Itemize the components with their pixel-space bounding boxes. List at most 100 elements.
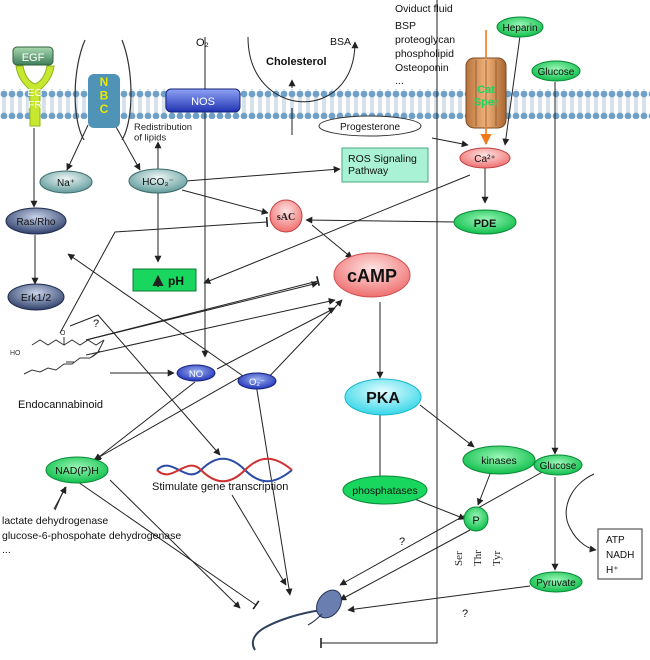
rasrho-label: Ras/Rho [17,217,56,228]
arrow-ca-to-ph [203,174,471,284]
nadh-label: NADH [606,550,634,561]
inhibit-nadph-sperm [77,481,260,610]
ros-box [341,147,429,183]
oviduct-item: phospholipid [395,48,454,60]
endocannabinoid-label: Endocannabinoid [18,399,103,411]
ca-node [459,147,511,169]
inhibit-endocannabinoid-sac [59,216,269,334]
pde-label: PDE [474,218,497,230]
arrow-o2minus-to-camp [263,299,343,383]
arrow-o2minus-to-sperm [255,383,293,596]
ph-box [132,268,197,292]
na-node [39,170,93,194]
nbc-channel-right [121,39,132,141]
arrow-o2minus-to-nadph [93,375,243,461]
egf-label: EGF [22,52,45,64]
phosphatases-label: phosphatases [352,485,417,497]
pyruvate-label: Pyruvate [536,578,576,589]
enzyme-item: lactate dehydrogenase [2,515,108,527]
nadph-label: NAD(P)H [55,465,99,477]
oviduct-item: BSP [395,20,416,32]
arrow-hco3-to-sac [181,189,269,215]
arrow-pyruvate-to-sperm [347,585,531,613]
nos-box [165,88,241,113]
no-node [176,364,216,382]
dna-helix [156,457,293,483]
arrow-progesterone-to-ca [431,137,469,148]
arrow-glucose-to-sperm [339,469,547,586]
enzyme-item: glucose-6-phospohate dehydrogenase [2,530,181,542]
stimulate-transcription-label: Stimulate gene transcription [152,481,288,493]
pka-label: PKA [366,390,400,407]
ca-label: Ca²⁺ [474,154,495,165]
arrow-endocannabinoid-to-camp-2 [85,297,336,356]
o2minus-node [237,372,277,390]
arrow-sac-to-camp [311,224,353,259]
enzyme-item: ... [2,544,11,556]
phosphatases-node [342,475,428,505]
cholesterol-efflux [247,36,359,135]
kinases-node [462,445,536,475]
arrow-no-to-camp [216,307,336,370]
oviduct-item: proteoglycan [395,34,455,46]
glucose-top-label: Glucose [538,67,575,78]
arrow-phosphatases-to-p [411,497,466,520]
heparin-node [496,16,544,38]
arrow-pde-to-sac [305,216,456,224]
arrow-endocannabinoid-to-camp [85,281,319,341]
inhibit-oviduct-sperm [320,0,438,648]
arrow-hco3-to-ros [185,166,341,182]
endocannabinoid-ho-label: HO [10,350,21,357]
oviduct-item: Osteoponin [395,62,449,74]
camp-node [333,252,411,298]
oviduct-fluid-label: Oviduct fluid [395,3,453,15]
atp-box [597,528,643,580]
nos-label: NOS [191,96,215,108]
o2-label: O₂ [196,37,209,49]
arrow-heparin-to-ca [502,35,521,146]
o2minus-label: O₂⁻ [249,377,265,388]
egf-box [12,46,54,66]
arrow-nadph-to-sperm [109,479,241,609]
arrow-kinases-to-p [477,473,491,506]
nbc-channel-left [74,39,86,141]
arrow-glucose-to-atp [565,473,597,553]
glucose-mid-label: Glucose [540,461,577,472]
pde-node [453,209,517,235]
erk-label: Erk1/2 [21,292,52,304]
kinases-label: kinases [481,455,517,467]
progesterone-label: Progesterone [340,122,400,133]
heparin-label: Heparin [502,23,537,34]
sac-label: sAC [277,212,295,223]
glucose-top-node [531,60,581,82]
erk-node [7,283,65,311]
bsa-label: BSA [330,36,351,48]
pka-node [344,378,422,416]
question-erk: ? [93,318,99,330]
hco3-node [128,168,188,194]
atp-label: ATP [606,535,625,546]
arrow-transcription-to-sperm [231,494,287,586]
arrow-nbc-to-na [66,124,89,171]
question-glucose-sperm: ? [399,536,405,548]
pyruvate-node [529,571,583,593]
egfr-receptor [15,65,55,127]
hco3-label: HCO₃⁻ [142,177,174,188]
phospho-node [463,506,489,532]
residue-ser: Ser [453,551,465,566]
endocannabinoid-o-label: O [60,330,66,337]
residue-thr: Thr [472,550,484,566]
camp-label: cAMP [347,266,397,286]
no-label: NO [189,369,203,380]
glucose-mid-node [533,454,583,476]
hplus-label: H⁺ [606,565,619,576]
progesterone-node [318,115,422,137]
arrow-pka-to-kinases [419,404,475,448]
